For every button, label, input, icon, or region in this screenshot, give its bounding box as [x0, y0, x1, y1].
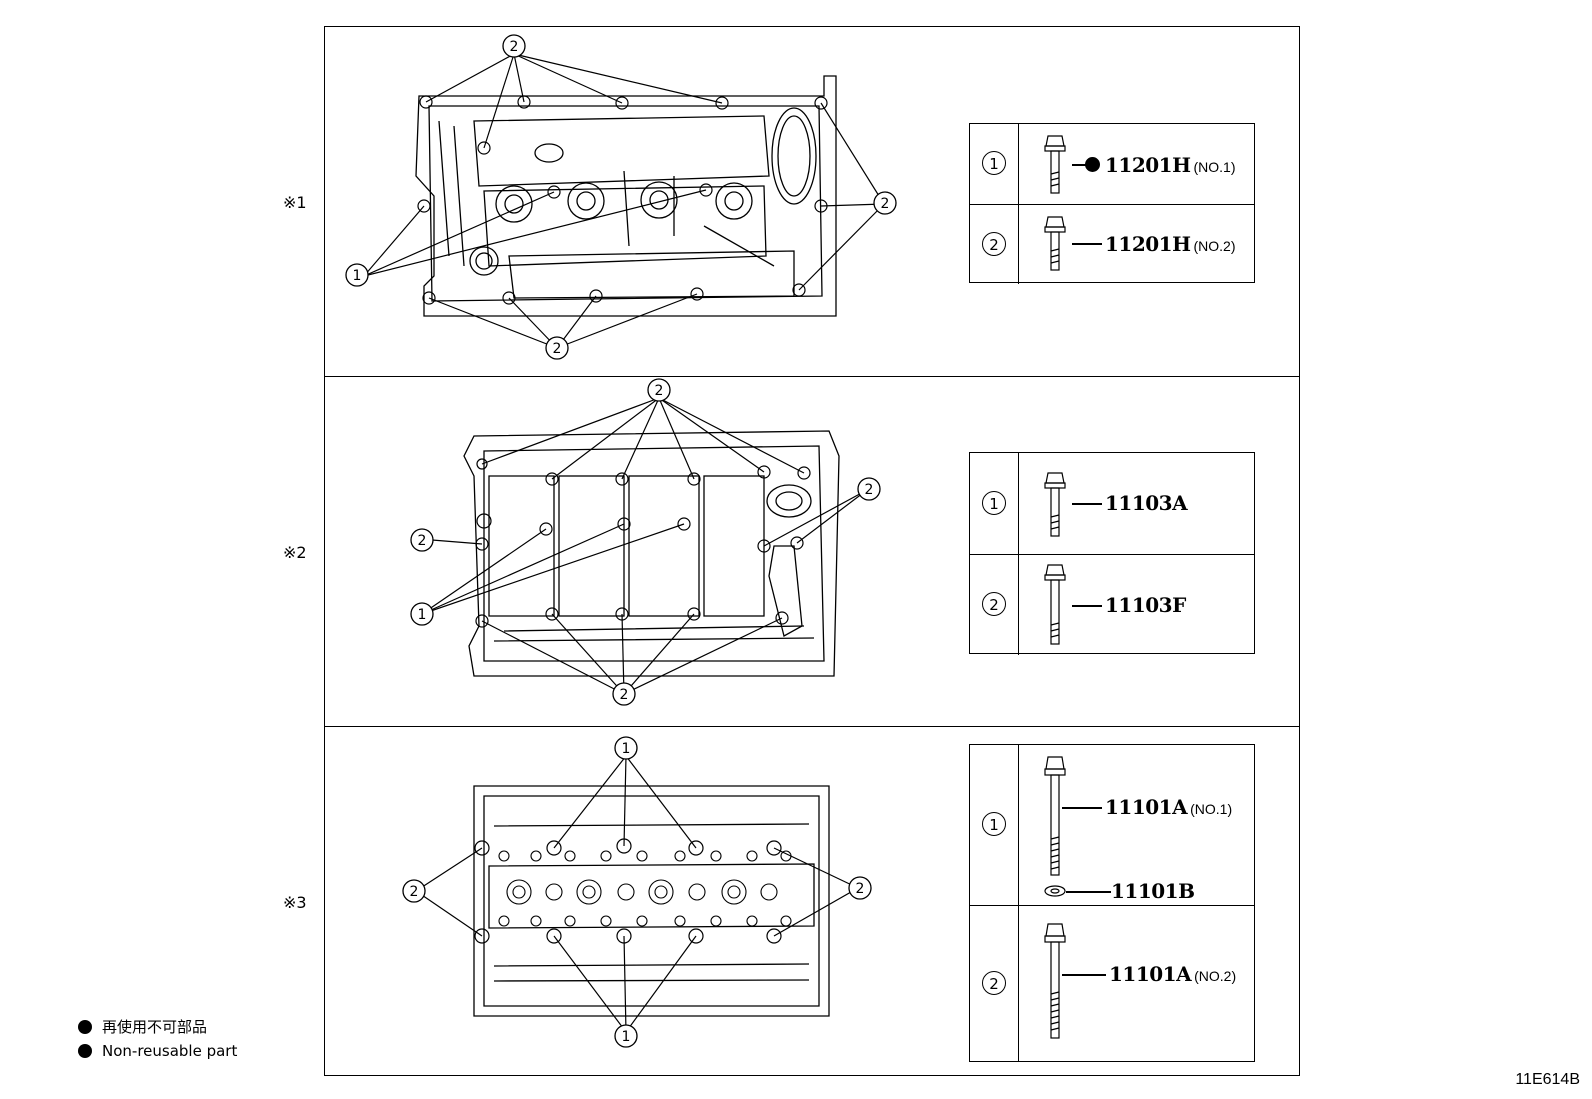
part-code: 11101A(NO.1)	[1105, 795, 1233, 819]
bolt-icon	[1044, 472, 1066, 537]
callout-2: 2	[881, 196, 890, 212]
cylinder-head-diagram: 1 1 2 2	[402, 736, 872, 1048]
bolt-icon	[1044, 135, 1066, 194]
part-code: 11103F	[1105, 593, 1186, 617]
callout-2: 2	[655, 383, 664, 399]
part-row: 2 11103F	[970, 554, 1254, 655]
callout-2: 2	[410, 884, 419, 900]
panel-cylinder-block	[324, 376, 1300, 728]
callout-2: 2	[418, 533, 427, 549]
cylinder-head-cover-diagram: 2 1 2 2	[345, 34, 897, 360]
non-reusable-dot	[78, 1044, 92, 1058]
parts-table-3: 1 11101A(NO.1) 11101B 2 11101A(NO.2)	[969, 744, 1255, 1062]
part-code: 11201H(NO.2)	[1105, 232, 1236, 256]
part-sub-code: 11101B	[1111, 879, 1195, 903]
figure-id: 11E614B	[1515, 1071, 1580, 1088]
part-number: 2	[982, 231, 1006, 256]
part-code: 11201H(NO.1)	[1105, 153, 1236, 177]
part-row: 2 11101A(NO.2)	[970, 905, 1254, 1061]
part-number: 1	[982, 151, 1006, 175]
section-mark-3: ※3	[283, 893, 307, 912]
cylinder-block-diagram: 2 2 1 2 2	[410, 378, 881, 706]
legend-japanese: 再使用不可部品	[78, 1016, 207, 1037]
part-row: 2 11201H(NO.2)	[970, 204, 1254, 284]
bolt-icon	[1044, 756, 1066, 897]
callout-2: 2	[553, 341, 562, 357]
callout-1: 1	[622, 741, 631, 757]
parts-table-1: 1 11201H(NO.1) 2 11201H(NO.2)	[969, 123, 1255, 284]
part-row: 1 11201H(NO.1)	[970, 124, 1254, 204]
callout-2: 2	[510, 39, 519, 55]
part-code: 11103A	[1105, 491, 1188, 515]
part-row: 1 11103A	[970, 453, 1254, 554]
non-reusable-dot	[1085, 157, 1100, 172]
part-number: 2	[982, 592, 1006, 616]
panel-cylinder-head	[324, 726, 1300, 1076]
part-number: 1	[982, 812, 1006, 836]
callout-1: 1	[418, 607, 427, 623]
callout-1: 1	[353, 268, 362, 284]
part-row: 1 11101A(NO.1) 11101B	[970, 745, 1254, 905]
part-code: 11101A(NO.2)	[1109, 962, 1237, 986]
part-number: 2	[982, 970, 1006, 995]
callout-2: 2	[865, 482, 874, 498]
callout-2: 2	[620, 687, 629, 703]
part-number: 1	[982, 490, 1006, 515]
callout-2: 2	[856, 881, 865, 897]
section-mark-2: ※2	[283, 543, 307, 562]
legend-english: Non-reusable part	[78, 1042, 237, 1060]
bolt-icon	[1044, 564, 1066, 645]
callout-1: 1	[622, 1029, 631, 1045]
parts-table-2: 1 11103A 2 11103F	[969, 452, 1255, 655]
panel-cylinder-head-cover	[324, 26, 1300, 378]
section-mark-1: ※1	[283, 193, 307, 212]
non-reusable-dot	[78, 1020, 92, 1034]
bolt-icon	[1044, 216, 1066, 271]
bolt-icon	[1044, 923, 1066, 1039]
